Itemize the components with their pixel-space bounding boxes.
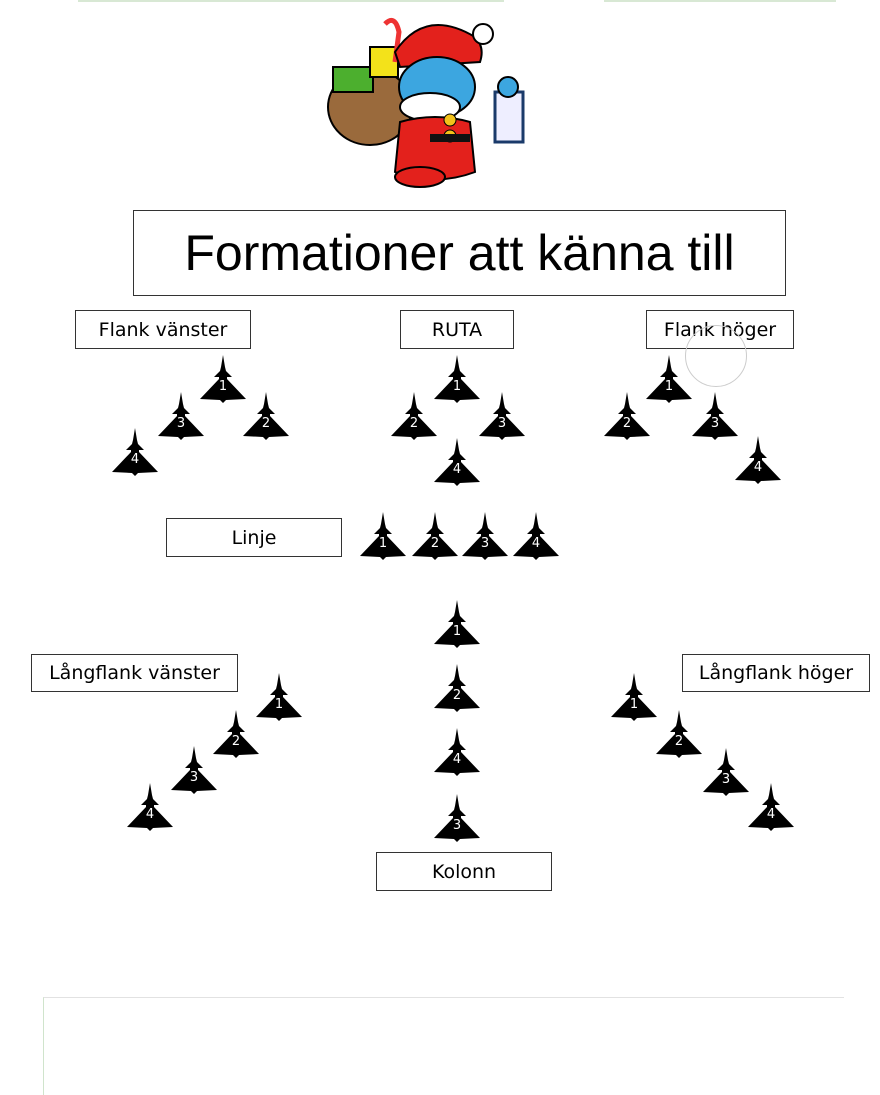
jet-number: 2 <box>452 688 462 703</box>
divider <box>604 0 836 2</box>
page-title: Formationer att känna till <box>133 210 786 296</box>
jet-icon: 2 <box>434 664 480 712</box>
jet-number: 3 <box>189 770 199 785</box>
empty-frame <box>43 997 844 1095</box>
jet-icon: 1 <box>200 355 246 403</box>
jet-icon: 3 <box>462 512 508 560</box>
jet-number: 2 <box>674 734 684 749</box>
jet-number: 4 <box>452 462 462 477</box>
jet-icon: 1 <box>434 600 480 648</box>
jet-icon: 3 <box>692 392 738 440</box>
santa-smurf-image <box>327 17 525 188</box>
jet-number: 4 <box>452 752 462 767</box>
jet-number: 4 <box>766 807 776 822</box>
jet-number: 3 <box>480 536 490 551</box>
jet-icon: 4 <box>513 512 559 560</box>
jet-icon: 1 <box>434 355 480 403</box>
jet-number: 1 <box>452 379 462 394</box>
jet-number: 2 <box>430 536 440 551</box>
jet-number: 1 <box>452 624 462 639</box>
jet-icon: 2 <box>412 512 458 560</box>
jet-number: 1 <box>378 536 388 551</box>
jet-icon: 4 <box>735 436 781 484</box>
jet-number: 1 <box>274 697 284 712</box>
jet-icon: 4 <box>112 428 158 476</box>
jet-icon: 1 <box>611 673 657 721</box>
jet-number: 1 <box>629 697 639 712</box>
jet-icon: 3 <box>434 794 480 842</box>
jet-number: 3 <box>710 416 720 431</box>
jet-number: 3 <box>497 416 507 431</box>
jet-number: 2 <box>231 734 241 749</box>
label-kolonn: Kolonn <box>376 852 552 891</box>
jet-icon: 4 <box>127 783 173 831</box>
jet-icon: 1 <box>360 512 406 560</box>
jet-icon: 2 <box>391 392 437 440</box>
label-langflank-vanster: Långflank vänster <box>31 654 238 692</box>
label-ruta: RUTA <box>400 310 514 349</box>
label-langflank-hoger: Långflank höger <box>682 654 870 692</box>
jet-number: 1 <box>218 379 228 394</box>
jet-icon: 2 <box>604 392 650 440</box>
jet-icon: 2 <box>213 710 259 758</box>
label-linje: Linje <box>166 518 342 557</box>
jet-icon: 1 <box>256 673 302 721</box>
jet-number: 4 <box>753 460 763 475</box>
jet-icon: 4 <box>434 728 480 776</box>
jet-number: 3 <box>452 818 462 833</box>
jet-icon: 3 <box>479 392 525 440</box>
jet-number: 4 <box>130 452 140 467</box>
jet-number: 2 <box>409 416 419 431</box>
jet-number: 1 <box>664 379 674 394</box>
jet-icon: 3 <box>171 746 217 794</box>
jet-icon: 3 <box>703 748 749 796</box>
jet-icon: 1 <box>646 355 692 403</box>
label-flank-vanster: Flank vänster <box>75 310 251 349</box>
jet-number: 3 <box>176 416 186 431</box>
jet-number: 4 <box>531 536 541 551</box>
jet-icon: 4 <box>434 438 480 486</box>
jet-number: 2 <box>261 416 271 431</box>
cursor-circle <box>685 325 747 387</box>
jet-icon: 2 <box>656 710 702 758</box>
jet-number: 2 <box>622 416 632 431</box>
jet-icon: 3 <box>158 392 204 440</box>
divider <box>78 0 504 2</box>
jet-number: 3 <box>721 772 731 787</box>
jet-icon: 4 <box>748 783 794 831</box>
jet-number: 4 <box>145 807 155 822</box>
jet-icon: 2 <box>243 392 289 440</box>
